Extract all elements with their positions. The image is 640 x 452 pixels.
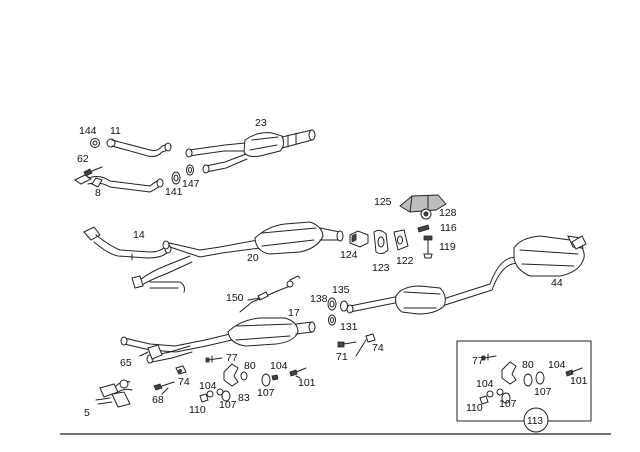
label-23: 23 [255,117,267,129]
part-80-bracket [223,363,239,387]
part-11-front-pipe [106,138,172,157]
label-113: 113 [527,416,543,427]
label-104-d: 104 [476,378,494,390]
part-107-mount [221,373,271,402]
part-83-washer [240,371,248,381]
label-77-b: 77 [472,355,484,367]
label-147: 147 [182,178,200,190]
label-128: 128 [439,207,457,219]
label-122: 122 [396,255,414,267]
label-14: 14 [133,229,145,241]
part-8-front-pipe [74,174,164,193]
part-123-rubber-mount [373,229,389,255]
label-131: 131 [340,321,358,333]
label-110-a: 110 [189,404,206,416]
part-71-bolt [337,341,357,348]
part-128-nut [420,208,432,220]
part-23-catalyst-pipe [185,129,316,174]
label-80-b: 80 [522,359,534,371]
label-62: 62 [77,153,89,165]
label-116: 116 [440,222,457,234]
label-107-d: 107 [499,398,517,410]
label-119: 119 [439,241,456,253]
label-65: 65 [120,357,132,369]
callout-circle-113 [523,407,549,433]
part-135-clamp [340,300,348,312]
label-141: 141 [165,186,183,198]
part-44-rear-muffler [439,235,587,307]
part-101-bolt [289,367,307,377]
label-8: 8 [95,187,101,199]
label-17: 17 [288,307,300,319]
label-110-b: 110 [466,402,483,414]
part-14-front-pipe [83,226,172,261]
label-135: 135 [332,284,350,296]
part-5-manifold-pipe [95,379,133,408]
label-71: 71 [336,351,348,363]
part-141-gasket [171,171,181,185]
label-77-a: 77 [226,352,238,364]
label-124: 124 [340,249,358,261]
part-147-gasket [186,164,194,176]
label-150: 150 [226,292,244,304]
label-74-b: 74 [178,376,190,388]
part-110-nut [199,393,209,403]
label-44: 44 [551,277,563,289]
part-119-screw [423,235,433,259]
label-101-a: 101 [298,377,316,389]
part-17-lower-catalyst [120,317,316,364]
part-122-rubber-mount [393,229,409,251]
label-80-a: 80 [244,360,256,372]
part-20-catalyst [131,221,344,293]
label-104-b: 104 [199,380,217,392]
part-74-nut [365,333,376,343]
part-116-washer [417,224,430,233]
label-68: 68 [152,394,164,406]
part-74-nut-b [175,365,187,375]
part-17-center-pipe [346,285,446,315]
label-101-b: 101 [570,375,588,387]
part-144-clamp [90,138,100,148]
label-125: 125 [374,196,392,208]
label-107-a: 107 [257,387,275,399]
part-125-heat-shield [399,194,447,213]
part-124-bracket [349,230,369,248]
label-11: 11 [110,125,121,137]
part-68-bolt [153,381,175,391]
label-104-a: 104 [270,360,288,372]
label-83: 83 [238,392,250,404]
part-65-bracket [147,344,163,360]
part-77-bolt [205,355,223,363]
label-144: 144 [79,125,97,137]
label-104-c: 104 [548,359,566,371]
label-107-c: 107 [534,386,552,398]
part-138-gasket [327,297,337,311]
part-131-gasket [328,314,336,326]
label-74-a: 74 [372,342,384,354]
label-107-b: 107 [219,399,237,411]
label-138: 138 [310,293,328,305]
leader-lines [139,297,367,395]
label-20: 20 [247,252,259,264]
label-5: 5 [84,407,90,419]
part-62-bolt [83,166,103,177]
label-123: 123 [372,262,390,274]
